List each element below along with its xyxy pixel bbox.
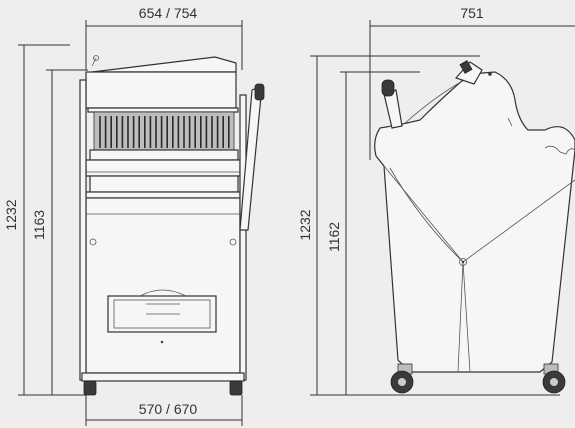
blade-housing <box>93 111 235 153</box>
side-total-height-label: 1232 <box>297 209 313 240</box>
front-dimension-lines <box>18 20 243 426</box>
side-dimension-lines <box>310 20 575 396</box>
side-inner-height-label: 1162 <box>326 222 342 252</box>
side-caster-left <box>390 363 414 394</box>
front-inner-height-label: 1163 <box>31 210 47 240</box>
side-view-machine <box>374 60 575 394</box>
side-width-label: 751 <box>460 5 484 21</box>
front-view-machine <box>79 55 265 396</box>
front-bottom-width-label: 570 / 670 <box>139 401 198 417</box>
front-caster-left <box>83 380 97 396</box>
front-cabinet <box>85 197 241 374</box>
side-housing <box>374 71 575 373</box>
front-caster-right <box>229 380 243 396</box>
side-caster-right <box>542 363 566 394</box>
blade-lines <box>99 116 230 148</box>
front-total-height-label: 1232 <box>3 199 19 230</box>
front-top-width-label: 654 / 754 <box>139 5 198 21</box>
